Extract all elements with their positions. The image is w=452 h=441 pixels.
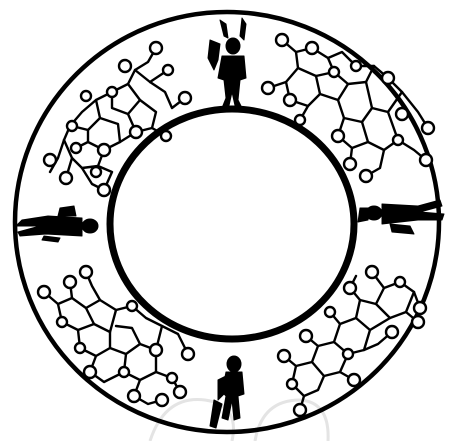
figure-bottom (210, 356, 244, 428)
lying-person-icon (16, 206, 98, 242)
molecule-cluster-bottom-left (38, 266, 194, 406)
walking-person-icon (210, 356, 244, 428)
figure-top (208, 18, 246, 110)
figure-right (358, 200, 444, 234)
molecule-cluster-top-left (44, 42, 191, 196)
lying-person-icon (358, 200, 444, 234)
inner-ring (110, 109, 354, 339)
standing-person-icon (208, 18, 246, 110)
molecule-cluster-top-right (262, 34, 434, 182)
figure-left (16, 206, 98, 242)
